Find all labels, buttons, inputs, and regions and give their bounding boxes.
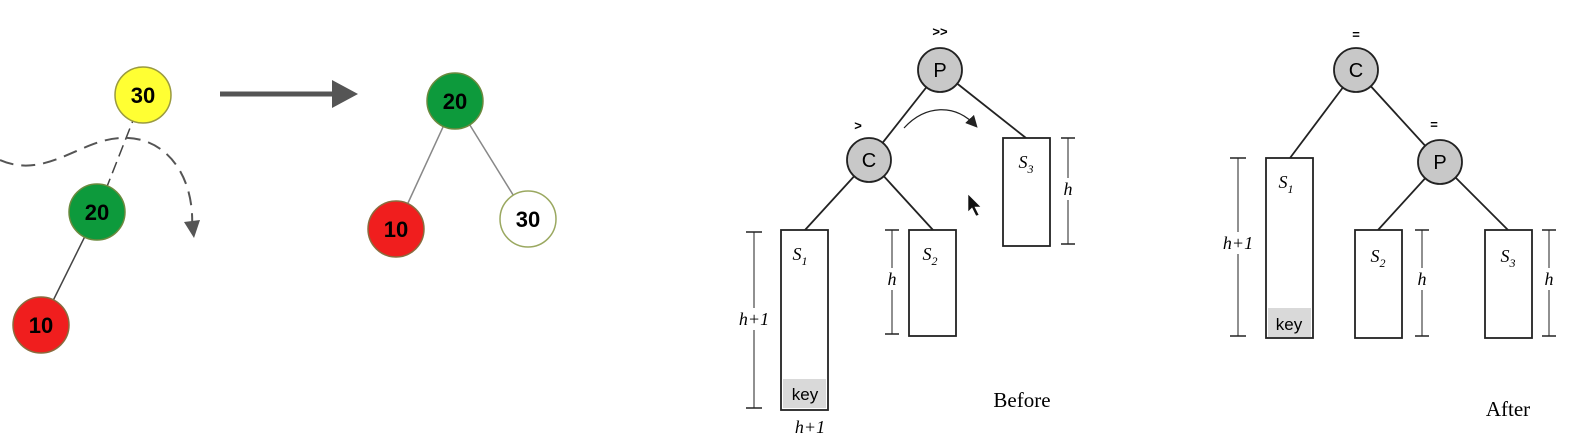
- height-label-bg-s3: [1060, 178, 1076, 200]
- p-balance-before: >>: [932, 24, 948, 39]
- s1-label-after: S1: [1279, 172, 1294, 196]
- height-label-bottom-before: h+1: [795, 417, 825, 437]
- height-label-bg-s2-after: [1414, 268, 1430, 290]
- node-30-after: [499, 190, 557, 248]
- height-label-s1-after: h+1: [1223, 233, 1253, 253]
- height-marker-s1-before: h+1: [728, 231, 780, 409]
- height-marker-s2-after: h: [1414, 229, 1430, 337]
- subtree-s2-before: [908, 229, 957, 337]
- node-10-label: 10: [29, 313, 53, 338]
- node-30-after-label: 30: [516, 207, 540, 232]
- caption-before: Before: [993, 388, 1050, 412]
- key-box-after: [1268, 308, 1311, 337]
- height-marker-s2-before: h: [884, 229, 900, 335]
- height-label-s1-before: h+1: [739, 309, 769, 329]
- node-p-before-label: P: [933, 60, 946, 82]
- key-label-after: key: [1276, 315, 1303, 334]
- subtree-s2-after: [1354, 229, 1403, 339]
- node-c-before: [846, 137, 892, 183]
- transform-arrow: [220, 80, 358, 108]
- node-10-after-label: 10: [384, 217, 408, 242]
- node-30-label: 30: [131, 83, 155, 108]
- c-balance-before: >: [854, 118, 862, 133]
- node-20-middle: [68, 183, 126, 241]
- avl-after: C = P = key S1 S2 S3 h+1 h: [1212, 27, 1557, 421]
- p-balance-after: =: [1430, 117, 1438, 132]
- key-label-before: key: [792, 385, 819, 404]
- avl-before: P >> C > key S1 S2 S3 h+1 h: [728, 24, 1076, 437]
- height-marker-s3-after: h: [1541, 229, 1557, 337]
- key-box-before: [783, 379, 826, 408]
- s3-label-after: S3: [1501, 246, 1516, 270]
- node-20-root-after: [426, 72, 484, 130]
- height-label-bg-s1-after: [1212, 232, 1264, 254]
- node-c-after-label: C: [1349, 60, 1363, 82]
- node-p-after: [1417, 139, 1463, 185]
- height-label-s3-before: h: [1064, 179, 1073, 199]
- rotation-arrow-icon: [903, 109, 978, 129]
- subtree-s3-before: [1002, 137, 1051, 247]
- s3-label-before: S3: [1019, 152, 1034, 176]
- subtree-s3-after: [1484, 229, 1533, 339]
- height-marker-s3-before: h: [1060, 137, 1076, 245]
- node-20-label: 20: [85, 200, 109, 225]
- left-tree-after: 20 10 30: [367, 72, 557, 258]
- height-label-s2-before: h: [888, 269, 897, 289]
- rotation-arrowhead-icon: [184, 220, 200, 238]
- height-label-bg-s1: [728, 308, 780, 330]
- arrow-right-icon: [332, 80, 358, 108]
- node-p-before: [917, 47, 963, 93]
- node-30-root: [114, 66, 172, 124]
- node-p-after-label: P: [1433, 152, 1446, 174]
- height-label-bg-s3-after: [1541, 268, 1557, 290]
- node-c-before-label: C: [862, 150, 876, 172]
- left-tree-before: 30 20 10: [0, 66, 200, 354]
- s2-label-before: S2: [923, 244, 938, 268]
- s2-label-after: S2: [1371, 246, 1386, 270]
- s1-label-before: S1: [793, 244, 808, 268]
- node-10-after: [367, 200, 425, 258]
- caption-after: After: [1486, 397, 1530, 421]
- height-label-bg-s2: [884, 268, 900, 290]
- height-label-s3-after: h: [1545, 269, 1554, 289]
- height-label-s2-after: h: [1418, 269, 1427, 289]
- node-10-leaf: [12, 296, 70, 354]
- node-20-after-label: 20: [443, 89, 467, 114]
- height-marker-s1-after: h+1: [1212, 157, 1264, 337]
- mouse-cursor-icon: [967, 193, 982, 217]
- c-balance-after: =: [1352, 27, 1360, 42]
- node-c-after: [1333, 47, 1379, 93]
